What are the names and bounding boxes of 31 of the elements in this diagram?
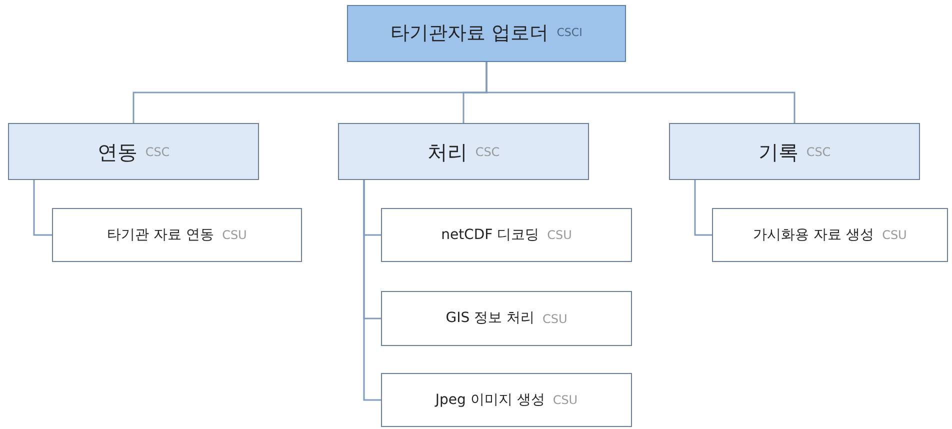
component-name: GIS 정보 처리 (446, 309, 534, 328)
connector-line (486, 62, 796, 123)
component-name: 타기관 자료 연동 (107, 226, 214, 244)
component-type: CSC (145, 144, 170, 160)
component-name: Jpeg 이미지 생성 (435, 390, 545, 410)
component-name: 가시화용 자료 생성 (753, 226, 874, 244)
hierarchy-box (8, 123, 259, 180)
connector-line (33, 180, 52, 236)
component-type: CSU (222, 227, 247, 244)
component-type: CSU (542, 310, 568, 328)
component-name: 타기관자료 업로더 (390, 21, 549, 46)
component-name: 기록 (758, 138, 798, 166)
hierarchy-box (381, 208, 632, 262)
component-type: CSU (882, 227, 907, 244)
hierarchy-box (381, 373, 632, 427)
component-type: CSC (806, 144, 831, 160)
component-type: CSC (475, 144, 500, 160)
component-type: CSU (552, 392, 578, 409)
hierarchy-box (52, 208, 302, 262)
connector-line (694, 180, 712, 236)
component-type: CSCI (556, 25, 582, 42)
component-name: netCDF 디코딩 (441, 226, 540, 244)
component-name: 처리 (427, 138, 468, 166)
hierarchy-box (347, 5, 626, 62)
component-type: CSU (547, 227, 572, 244)
connector-line (363, 180, 381, 401)
hierarchy-box (669, 123, 920, 180)
hierarchy-box (338, 123, 589, 180)
hierarchy-box (712, 208, 948, 262)
hierarchy-box (381, 291, 632, 346)
component-name: 연동 (97, 138, 138, 166)
